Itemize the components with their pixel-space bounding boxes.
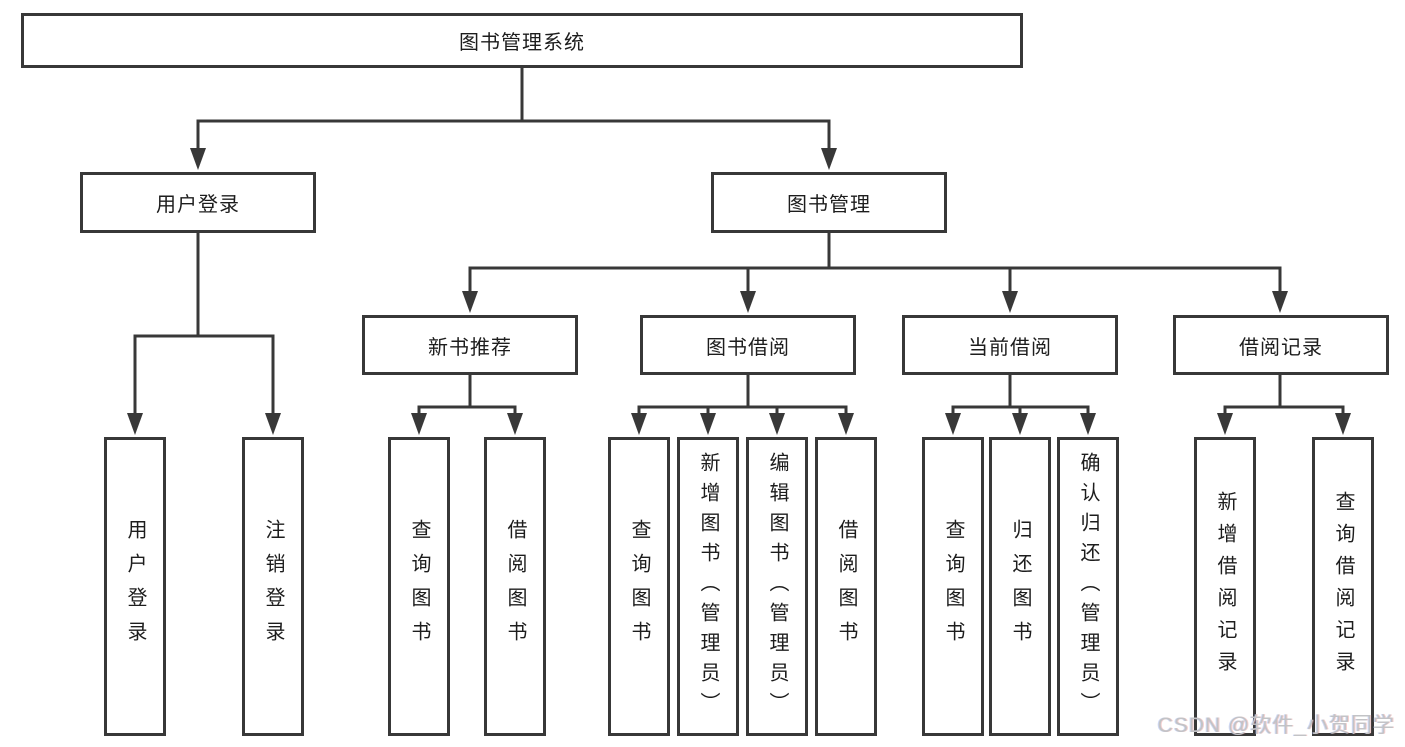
node-new-book-recommend: 新书推荐	[362, 315, 578, 375]
node-label: 当前借阅	[968, 336, 1052, 359]
connector-root-to-level2	[190, 66, 837, 170]
node-label: 借阅记录	[1239, 336, 1323, 359]
leaf-query-books-current: 查询图书	[922, 437, 984, 736]
leaf-label: 归还图书	[1009, 518, 1031, 655]
leaf-query-books-borrow: 查询图书	[608, 437, 670, 736]
leaf-label: 借阅图书	[504, 518, 526, 655]
node-label: 图书借阅	[706, 336, 790, 359]
leaf-return-books: 归还图书	[989, 437, 1051, 736]
leaf-query-borrow-record: 查询借阅记录	[1312, 437, 1374, 736]
node-label: 用户登录	[156, 194, 240, 216]
leaf-logout: 注销登录	[242, 437, 304, 736]
connector-newbook-to-leaves	[411, 373, 523, 435]
leaf-edit-books-admin: 编辑图书（管理员）	[746, 437, 808, 736]
leaf-label: 新增借阅记录	[1214, 490, 1236, 683]
node-user-login: 用户登录	[80, 172, 316, 233]
leaf-add-books-admin: 新增图书（管理员）	[677, 437, 739, 736]
leaf-borrow-books: 借阅图书	[815, 437, 877, 736]
connector-userlogin-to-leaves	[127, 231, 281, 435]
leaf-borrow-books-recommend: 借阅图书	[484, 437, 546, 736]
node-label: 图书管理系统	[459, 32, 585, 54]
connector-bookborrow-to-leaves	[631, 373, 854, 435]
leaf-label: 查询图书	[408, 518, 430, 655]
leaf-label: 查询图书	[942, 518, 964, 655]
node-book-management: 图书管理	[711, 172, 947, 233]
leaf-label: 用户登录	[124, 518, 146, 655]
node-book-borrow: 图书借阅	[640, 315, 856, 375]
connector-bookmgmt-to-level3	[462, 231, 1288, 313]
leaf-confirm-return-admin: 确认归还（管理员）	[1057, 437, 1119, 736]
leaf-label: 确认归还（管理员）	[1077, 451, 1099, 722]
connector-borrowrecords-to-leaves	[1217, 373, 1351, 435]
leaf-add-borrow-record: 新增借阅记录	[1194, 437, 1256, 736]
leaf-label: 查询借阅记录	[1332, 490, 1354, 683]
node-borrow-records: 借阅记录	[1173, 315, 1389, 375]
node-label: 图书管理	[787, 194, 871, 216]
leaf-user-login: 用户登录	[104, 437, 166, 736]
leaf-label: 注销登录	[262, 518, 284, 655]
node-label: 新书推荐	[428, 336, 512, 359]
leaf-label: 编辑图书（管理员）	[766, 451, 788, 722]
node-current-borrow: 当前借阅	[902, 315, 1118, 375]
leaf-label: 新增图书（管理员）	[697, 451, 719, 722]
node-library-management-system: 图书管理系统	[21, 13, 1023, 68]
connector-currentborrow-to-leaves	[945, 373, 1096, 435]
leaf-label: 查询图书	[628, 518, 650, 655]
leaf-label: 借阅图书	[835, 518, 857, 655]
leaf-query-books-recommend: 查询图书	[388, 437, 450, 736]
